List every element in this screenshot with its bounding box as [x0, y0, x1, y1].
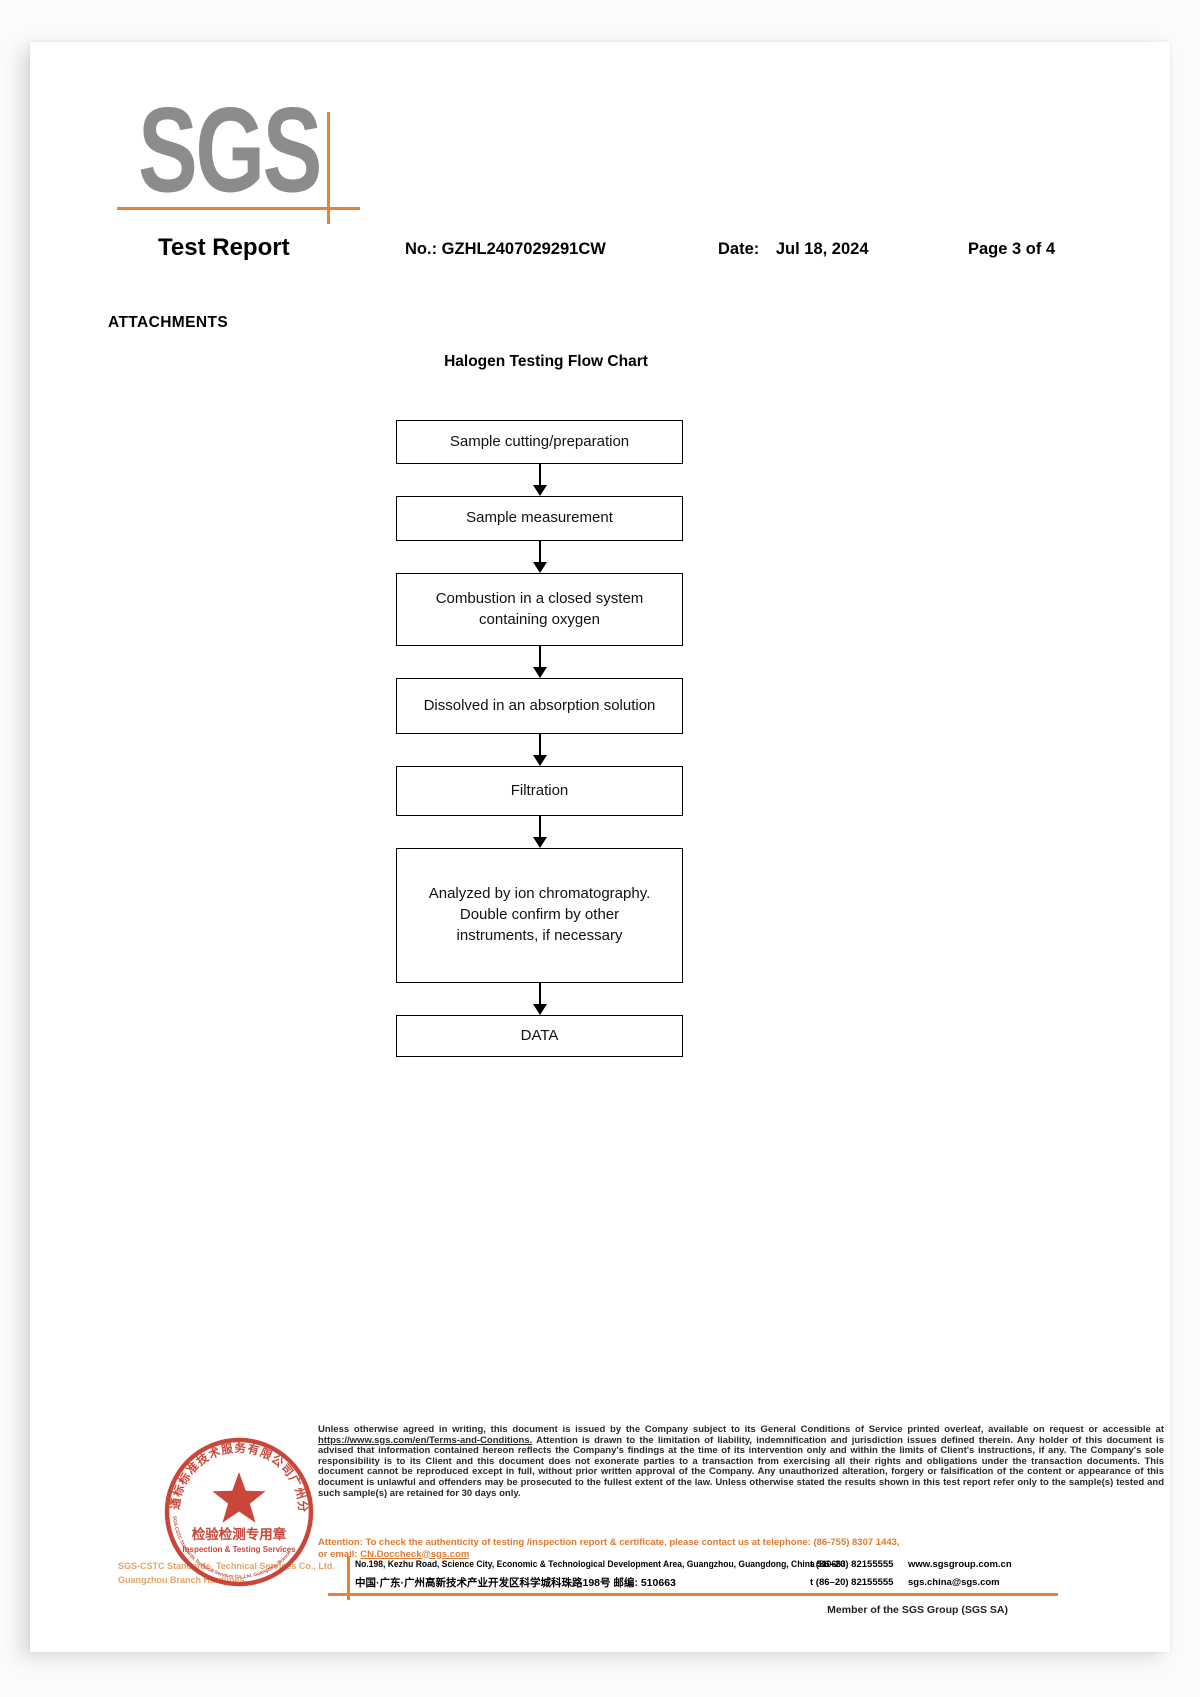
star-icon	[212, 1472, 266, 1523]
flow-step-label: Sample cutting/preparation	[449, 432, 630, 450]
lab-company-name: SGS-CSTC Standards, Technical Services C…	[118, 1559, 335, 1587]
flowchart-title: Halogen Testing Flow Chart	[444, 353, 648, 370]
flow-arrow-down-icon	[396, 816, 683, 848]
report-number-value: GZHL2407029291CW	[441, 240, 606, 258]
stamp-center-line1: 检验检测专用章	[192, 1526, 287, 1542]
legal-text-part2: Attention is drawn to the limitation of …	[318, 1434, 1164, 1499]
report-number-label: No.:	[405, 240, 438, 258]
logo-vertical-rule	[327, 112, 330, 224]
flow-step-sample-cutting: Sample cutting/preparation	[396, 420, 683, 464]
flowchart: Sample cutting/preparation Sample measur…	[396, 420, 683, 1057]
attention-note: Attention: To check the authenticity of …	[318, 1537, 1164, 1560]
flow-arrow-down-icon	[396, 541, 683, 573]
lab-company-line1: SGS-CSTC Standards, Technical Services C…	[118, 1561, 335, 1571]
flow-arrow-down-icon	[396, 464, 683, 496]
flow-step-label: Analyzed by ion chromatography. Double c…	[428, 885, 651, 944]
flow-step-filtration: Filtration	[396, 766, 683, 816]
stamp-center-line2: Inspection & Testing Services	[182, 1545, 296, 1554]
attachments-heading: ATTACHMENTS	[108, 314, 229, 331]
flow-step-dissolved: Dissolved in an absorption solution	[396, 678, 683, 734]
flow-arrow-down-icon	[396, 983, 683, 1015]
flow-step-label: DATA	[520, 1026, 559, 1044]
lab-company-line2: Guangzhou Branch Hardlines	[118, 1575, 245, 1585]
phone-english-row: t (86–20) 82155555	[810, 1559, 894, 1570]
sgs-group-member-line: Member of the SGS Group (SGS SA)	[827, 1604, 1008, 1616]
flow-step-label: Filtration	[510, 781, 569, 799]
flow-arrow-down-icon	[396, 734, 683, 766]
report-date-field: Date: Jul 18, 2024	[718, 240, 869, 259]
footer-rule	[328, 1593, 1058, 1596]
attention-line1: Attention: To check the authenticity of …	[318, 1537, 900, 1548]
attention-line2-prefix: or email:	[318, 1548, 361, 1560]
flow-step-data: DATA	[396, 1015, 683, 1057]
terms-and-conditions-link[interactable]: https://www.sgs.com/en/Terms-and-Conditi…	[318, 1434, 533, 1446]
contact-email-link[interactable]: sgs.china@sgs.com	[908, 1577, 1000, 1588]
flow-step-analysis: Analyzed by ion chromatography. Double c…	[396, 848, 683, 983]
report-date-label: Date:	[718, 240, 760, 258]
legal-disclaimer: Unless otherwise agreed in writing, this…	[318, 1424, 1164, 1499]
flow-step-combustion: Combustion in a closed system containing…	[396, 573, 683, 646]
stamp-ring	[164, 1437, 314, 1587]
phone-chinese-row: t (86–20) 82155555	[810, 1577, 894, 1588]
address-english: No.198, Kezhu Road, Science City, Econom…	[355, 1559, 846, 1569]
legal-text-part1: Unless otherwise agreed in writing, this…	[318, 1424, 1164, 1435]
doccheck-email-link[interactable]: CN.Doccheck@sgs.com	[360, 1548, 470, 1560]
sgs-logo: SGS	[138, 82, 322, 218]
flow-step-sample-measurement: Sample measurement	[396, 496, 683, 541]
flow-arrow-down-icon	[396, 646, 683, 678]
flow-step-label: Combustion in a closed system containing…	[435, 589, 644, 628]
flow-step-label: Dissolved in an absorption solution	[423, 696, 656, 714]
logo-horizontal-rule	[117, 207, 360, 210]
inspection-stamp: 通标标准技术服务有限公司广州分公司 SGS-CSTC Standards Tec…	[153, 1426, 314, 1587]
flow-step-label: Sample measurement	[466, 509, 613, 527]
address-chinese: 中国·广东·广州高新技术产业开发区科学城科珠路198号 邮编: 510663	[355, 1577, 676, 1589]
report-number-field: No.: GZHL2407029291CW	[405, 240, 606, 259]
page-indicator: Page 3 of 4	[968, 240, 1056, 258]
website-link[interactable]: www.sgsgroup.com.cn	[908, 1559, 1012, 1570]
report-page: SGS Test Report No.: GZHL2407029291CW Da…	[30, 42, 1170, 1652]
report-date-value: Jul 18, 2024	[775, 240, 869, 258]
document-title: Test Report	[158, 234, 290, 261]
address-divider-bar	[347, 1556, 350, 1600]
